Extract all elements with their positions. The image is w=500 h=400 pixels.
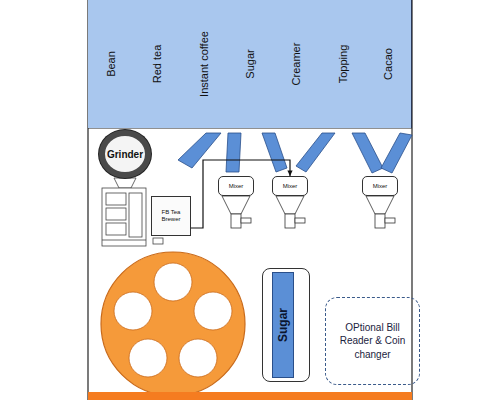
- canister-column: Sugar: [227, 0, 274, 128]
- base-bar: [88, 392, 412, 400]
- canister-column: Cacao: [366, 0, 412, 128]
- node-label: Bean: [105, 51, 117, 77]
- node-label: Mixer: [373, 183, 388, 189]
- sugar-dispenser: Sugar: [262, 268, 310, 382]
- node-label: OPtional Bill Reader & Coin changer: [330, 321, 415, 362]
- node-label: Cacao: [382, 48, 394, 80]
- node-label: Grinder: [107, 149, 143, 160]
- canister-column: Bean: [88, 0, 135, 128]
- canister-column: Instant coffee: [181, 0, 228, 128]
- grinder-circle: Grinder: [99, 130, 151, 178]
- node-label: Mixer: [229, 183, 244, 189]
- canister-chutes: [178, 133, 412, 173]
- tea-brewer-box: FB Tea Brewer: [151, 196, 191, 236]
- canister-column: Red tea: [134, 0, 181, 128]
- node-label: Sugar: [276, 308, 290, 342]
- mixer-head: Mixer: [272, 176, 308, 196]
- mixer-head: Mixer: [218, 176, 254, 196]
- node-label: FB Tea Brewer: [154, 209, 188, 222]
- node-label: Red tea: [151, 45, 163, 84]
- node-label: Instant coffee: [198, 31, 210, 97]
- node-label: Sugar: [244, 49, 256, 78]
- mixer-funnels: [222, 196, 395, 228]
- canister-column: Topping: [319, 0, 366, 128]
- node-label: Topping: [337, 45, 349, 84]
- canister-column: Creamer: [273, 0, 320, 128]
- node-label: Creamer: [290, 43, 302, 86]
- payment-box: OPtional Bill Reader & Coin changer: [325, 297, 420, 385]
- cup-turntable: [101, 252, 245, 396]
- mixer-head: Mixer: [362, 176, 398, 196]
- node-label: Mixer: [283, 183, 298, 189]
